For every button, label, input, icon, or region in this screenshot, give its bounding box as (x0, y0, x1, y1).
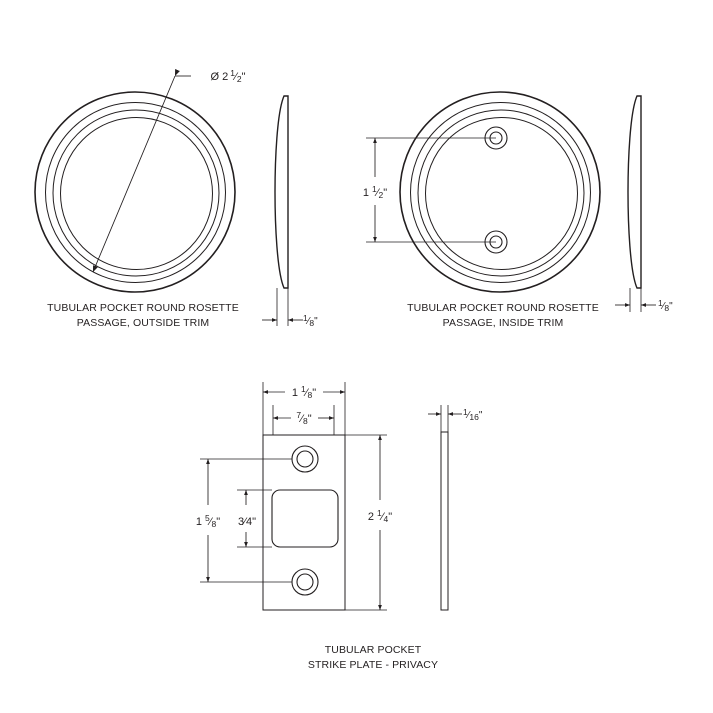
rosette-outer-ring (399, 91, 601, 293)
strike-plate-caption-line1: TUBULAR POCKET (325, 644, 422, 656)
strike-plate-inner-width-label: 7⁄8" (296, 410, 311, 426)
screw-hole-top-inner (296, 450, 314, 468)
outside-trim-side-profile: 1⁄8" (262, 95, 318, 328)
rosette-ring-4 (425, 117, 578, 270)
outside-trim-caption: TUBULAR POCKET ROUND ROSETTE PASSAGE, OU… (47, 302, 239, 329)
profile-body (627, 95, 642, 289)
strike-plate-body (262, 434, 346, 611)
strike-plate-side-profile: 1⁄16" (428, 405, 483, 611)
screw-hole-bottom-inner (296, 573, 314, 591)
inside-trim-side-profile: 1⁄8" (615, 95, 673, 313)
strike-plate-caption: TUBULAR POCKET STRIKE PLATE - PRIVACY (308, 644, 438, 671)
inside-trim-thickness-label: 1⁄8" (658, 298, 673, 313)
strike-plate-caption-line2: STRIKE PLATE - PRIVACY (308, 659, 438, 671)
outside-trim-caption-line2: PASSAGE, OUTSIDE TRIM (77, 317, 209, 329)
inside-trim-caption: TUBULAR POCKET ROUND ROSETTE PASSAGE, IN… (407, 302, 599, 329)
strike-plate-thickness-label: 1⁄16" (463, 407, 483, 422)
strike-plate-inner-width-dimension: 7⁄8" (272, 405, 335, 435)
profile-body (274, 95, 289, 289)
diameter-dimension-line (92, 68, 180, 273)
outside-trim-thickness-label: 1⁄8" (303, 313, 318, 328)
strike-plate-cutout-height-dimension: 3⁄4" (237, 489, 272, 548)
inside-trim-rosette-face (399, 91, 601, 293)
strike-plate-cutout-height-label: 3⁄4" (238, 516, 256, 528)
inside-trim-caption-line2: PASSAGE, INSIDE TRIM (443, 317, 564, 329)
outside-trim-caption-line1: TUBULAR POCKET ROUND ROSETTE (47, 302, 239, 314)
profile-body (440, 431, 449, 611)
rosette-ring-3 (417, 109, 585, 277)
strike-plate-latch-cutout (271, 489, 339, 548)
rosette-ring-2 (410, 102, 591, 283)
inside-trim-caption-line1: TUBULAR POCKET ROUND ROSETTE (407, 302, 599, 314)
